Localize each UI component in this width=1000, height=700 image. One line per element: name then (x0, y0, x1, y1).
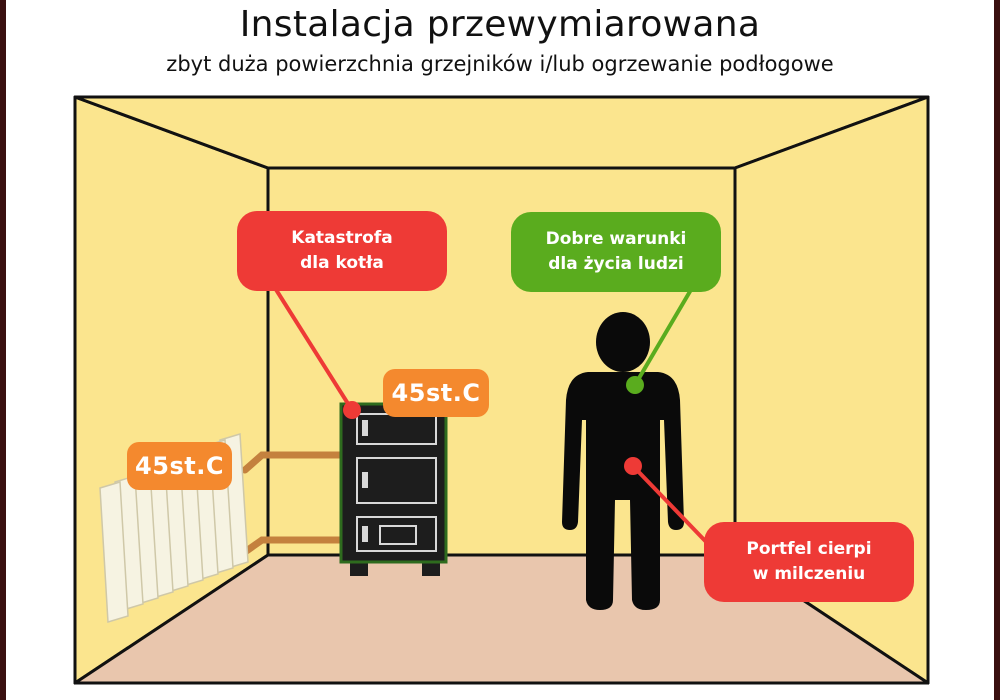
people-callout: Dobre warunki dla życia ludzi (511, 212, 721, 292)
person-icon (562, 312, 684, 610)
people-callout-line (633, 286, 694, 387)
boiler-icon (339, 402, 448, 576)
left-frame-border (0, 0, 6, 700)
page-title: Instalacja przewymiarowana (239, 4, 761, 45)
radiator-temperature-badge: 45st.C (127, 442, 232, 490)
wallet-callout-line (631, 464, 714, 550)
boiler-dot (343, 401, 361, 419)
people-dot (626, 376, 644, 394)
boiler-temperature-badge: 45st.C (383, 369, 489, 417)
boiler-callout: Katastrofa dla kotła (237, 211, 447, 291)
wallet-callout: Portfel cierpi w milczeniu (704, 522, 914, 602)
wallet-dot (624, 457, 642, 475)
boiler-callout-line (273, 286, 354, 412)
heating-pipes (241, 451, 349, 556)
page-subtitle: zbyt duża powierzchnia grzejników i/lub … (166, 52, 834, 76)
right-frame-border (994, 0, 1000, 700)
